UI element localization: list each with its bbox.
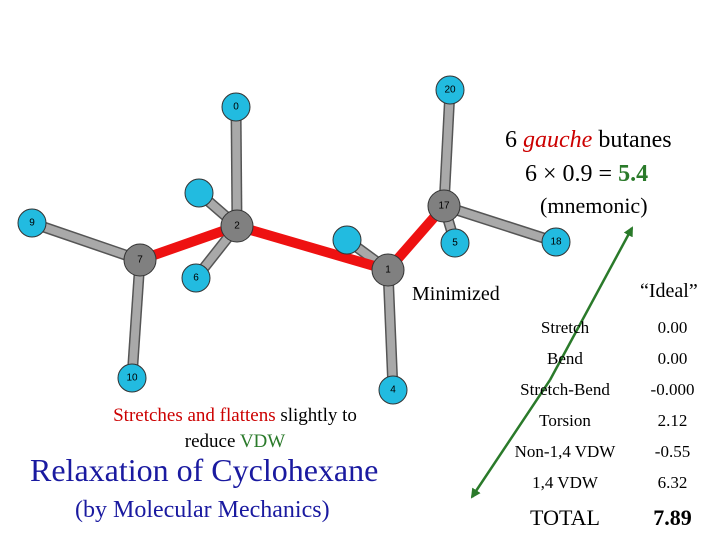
- atom-label: 1: [385, 265, 391, 276]
- energy-term-label: Non-1,4 VDW: [514, 441, 616, 461]
- ring-bond-highlight: [138, 221, 239, 265]
- energy-term-value: -0.55: [654, 441, 691, 461]
- energy-term-value: 0.00: [657, 317, 688, 337]
- atom-label: 18: [550, 237, 562, 248]
- atom-label: 20: [444, 85, 456, 96]
- carbon-atom: [427, 189, 461, 223]
- atom-label: 5: [452, 238, 458, 249]
- relaxation-note: Stretches and flattens slightly to reduc…: [90, 403, 380, 455]
- carbon-atom: [220, 209, 254, 243]
- atom-label: 17: [438, 201, 450, 212]
- mnemonic-label: (mnemonic): [540, 193, 648, 218]
- energy-term-value: 0.00: [657, 348, 688, 368]
- energy-table: Stretch 0.00 Bend 0.00 Stretch-Bend -0.0…: [495, 312, 710, 538]
- atom-label: 10: [126, 373, 138, 384]
- energy-row-bend: Bend 0.00: [495, 343, 710, 374]
- bond: [440, 89, 454, 207]
- bond: [442, 202, 558, 246]
- energy-row-torsion: Torsion 2.12: [495, 405, 710, 436]
- hydrogen-atom: [541, 227, 571, 257]
- bond: [384, 269, 397, 391]
- energy-term-label: Bend: [547, 348, 583, 368]
- bond: [232, 106, 241, 227]
- energy-total-value: 7.89: [653, 505, 692, 530]
- carbon-atom: [371, 253, 405, 287]
- column-header-ideal: “Ideal”: [640, 280, 698, 302]
- energy-row-non14-vdw: Non-1,4 VDW -0.55: [495, 436, 710, 467]
- energy-total-label: TOTAL: [530, 505, 600, 530]
- atom-label: 6: [193, 273, 199, 284]
- gauche-butanes-label: 6 gauche butanes: [505, 127, 672, 154]
- gauche-count: 6: [505, 127, 517, 153]
- hydrogen-atom: [332, 225, 362, 255]
- gauche-equation-prefix: 6 × 0.9 =: [525, 161, 619, 187]
- energy-term-value: 6.32: [657, 472, 688, 492]
- energy-term-label: Torsion: [539, 410, 591, 430]
- hydrogen-atom: [440, 228, 470, 258]
- comparison-arrow: [470, 379, 552, 499]
- gauche-equation-value: 5.4: [618, 161, 649, 187]
- gauche-suffix: butanes: [598, 127, 672, 153]
- relaxation-note-part1: Stretches and flattens: [113, 405, 276, 426]
- gauche-equation: 6 × 0.9 = 5.4: [525, 161, 648, 188]
- energy-term-label: Stretch-Bend: [520, 379, 610, 399]
- relaxation-note-part3: VDW: [239, 431, 286, 452]
- atom-label: 9: [29, 218, 35, 229]
- hydrogen-atom: [184, 178, 214, 208]
- bond: [30, 219, 142, 264]
- hydrogen-atom: [117, 363, 147, 393]
- comparison-arrow: [548, 226, 634, 381]
- energy-row-14-vdw: 1,4 VDW 6.32: [495, 467, 710, 498]
- energy-term-label: 1,4 VDW: [532, 472, 598, 492]
- gauche-word: gauche: [523, 127, 593, 153]
- hydrogen-atom: [378, 375, 408, 405]
- hydrogen-atom: [181, 263, 211, 293]
- energy-term-value: 2.12: [657, 410, 688, 430]
- atom-label: 0: [233, 102, 239, 113]
- energy-term-value: -0.000: [650, 379, 695, 399]
- energy-row-total: TOTAL 7.89: [495, 498, 710, 538]
- energy-term-label: Stretch: [540, 317, 590, 337]
- slide-subtitle: (by Molecular Mechanics): [75, 497, 330, 523]
- hydrogen-atom: [221, 92, 251, 122]
- energy-row-stretch-bend: Stretch-Bend -0.000: [495, 374, 710, 405]
- atom-label: 7: [137, 255, 143, 266]
- slide-title: Relaxation of Cyclohexane: [30, 452, 379, 488]
- column-header-minimized: Minimized: [412, 283, 500, 305]
- bond: [128, 259, 144, 379]
- atom-label: 4: [390, 385, 396, 396]
- energy-row-stretch: Stretch 0.00: [495, 312, 710, 343]
- carbon-atom: [123, 243, 157, 277]
- hydrogen-atom: [435, 75, 465, 105]
- relaxation-note-part2: slightly to reduce: [184, 405, 357, 452]
- ring-bond-highlight: [235, 221, 390, 275]
- atom-label: 2: [234, 221, 240, 232]
- hydrogen-atom: [17, 208, 47, 238]
